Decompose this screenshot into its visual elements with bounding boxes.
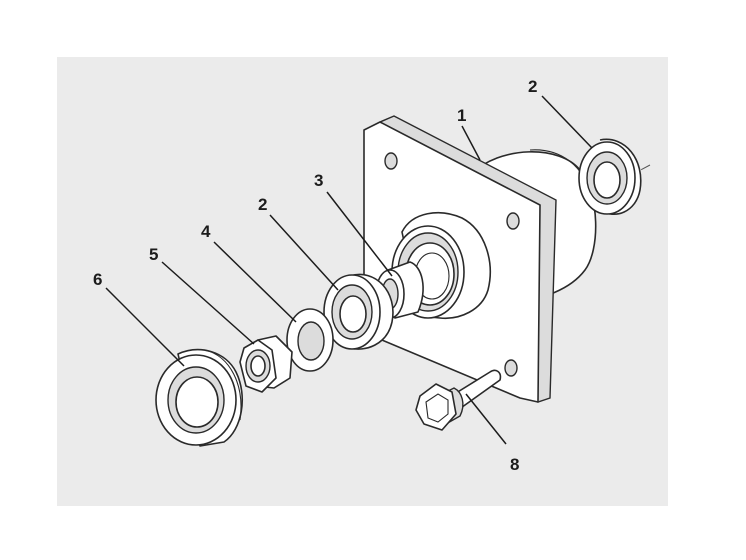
leader-line-6 bbox=[105, 287, 185, 367]
part-5-hex-nut bbox=[239, 335, 293, 393]
part-2-bearing-right bbox=[578, 138, 642, 215]
callout-label-2-right: 2 bbox=[528, 77, 537, 96]
leader-line-2a bbox=[541, 95, 593, 149]
part-4-washer bbox=[286, 308, 334, 372]
callout-label-3: 3 bbox=[314, 171, 323, 190]
callout-label-2-left: 2 bbox=[258, 195, 267, 214]
callout-label-8: 8 bbox=[510, 455, 519, 474]
callout-label-6: 6 bbox=[93, 270, 102, 289]
callout-label-5: 5 bbox=[149, 245, 158, 264]
part-6-cap bbox=[155, 348, 243, 447]
part-8-hex-bolt bbox=[415, 369, 502, 431]
leader-line-8 bbox=[465, 393, 507, 445]
callout-label-4: 4 bbox=[201, 222, 211, 241]
leader-line-5 bbox=[161, 261, 255, 345]
leader-line-4 bbox=[213, 241, 297, 323]
leader-line-3 bbox=[326, 191, 393, 277]
leader-line-1 bbox=[461, 125, 481, 161]
part-2-bearing-left bbox=[323, 273, 394, 350]
callout-label-1: 1 bbox=[457, 106, 466, 125]
part-1-flanged-housing bbox=[363, 115, 597, 403]
leader-line-2b bbox=[269, 214, 339, 291]
